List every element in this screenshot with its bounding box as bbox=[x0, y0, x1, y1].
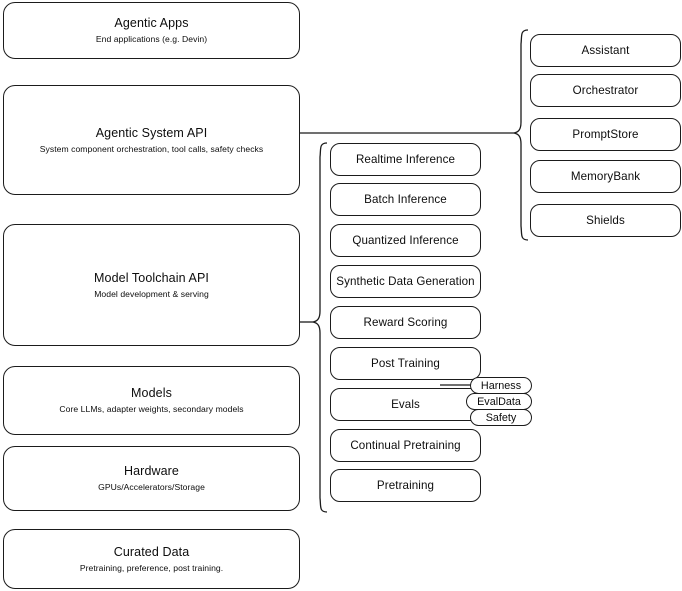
toolchain-item-label: Realtime Inference bbox=[355, 152, 456, 166]
toolchain-item-evals[interactable]: Evals bbox=[330, 388, 481, 421]
layer-box-hardware[interactable]: Hardware GPUs/Accelerators/Storage bbox=[3, 446, 300, 511]
layer-subtitle: Pretraining, preference, post training. bbox=[79, 562, 224, 573]
toolchain-item-post-training[interactable]: Post Training bbox=[330, 347, 481, 380]
agentic-system-item-orchestrator[interactable]: Orchestrator bbox=[530, 74, 681, 107]
layer-box-model-toolchain-api[interactable]: Model Toolchain API Model development & … bbox=[3, 224, 300, 346]
layer-title: Model Toolchain API bbox=[94, 270, 209, 285]
layer-box-models[interactable]: Models Core LLMs, adapter weights, secon… bbox=[3, 366, 300, 435]
agentic-system-item-assistant[interactable]: Assistant bbox=[530, 34, 681, 67]
toolchain-item-label: Evals bbox=[391, 397, 420, 411]
eval-pill-evaldata[interactable]: EvalData bbox=[466, 393, 532, 410]
agentic-system-item-label: Assistant bbox=[581, 43, 630, 57]
layer-subtitle: End applications (e.g. Devin) bbox=[95, 34, 208, 44]
toolchain-item-synthetic-data-generation[interactable]: Synthetic Data Generation bbox=[330, 265, 481, 298]
layer-subtitle: Model development & serving bbox=[94, 288, 209, 299]
toolchain-item-pretraining[interactable]: Pretraining bbox=[330, 469, 481, 502]
layer-title: Hardware bbox=[124, 464, 179, 478]
agentic-system-item-promptstore[interactable]: PromptStore bbox=[530, 118, 681, 151]
model-toolchain-brace bbox=[312, 142, 328, 513]
agentic-system-item-label: Orchestrator bbox=[572, 83, 639, 97]
layer-title: Agentic System API bbox=[95, 125, 208, 140]
toolchain-item-batch-inference[interactable]: Batch Inference bbox=[330, 183, 481, 216]
agentic-system-item-memorybank[interactable]: MemoryBank bbox=[530, 160, 681, 193]
eval-pill-label: Safety bbox=[485, 411, 517, 424]
agentic-system-item-label: PromptStore bbox=[572, 127, 639, 141]
toolchain-item-label: Post Training bbox=[371, 356, 440, 370]
layer-box-agentic-apps[interactable]: Agentic Apps End applications (e.g. Devi… bbox=[3, 2, 300, 59]
eval-pill-harness[interactable]: Harness bbox=[470, 377, 532, 394]
toolchain-item-continual-pretraining[interactable]: Continual Pretraining bbox=[330, 429, 481, 462]
toolchain-item-label: Synthetic Data Generation bbox=[336, 274, 475, 288]
toolchain-item-quantized-inference[interactable]: Quantized Inference bbox=[330, 224, 481, 257]
agentic-system-item-label: Shields bbox=[586, 213, 625, 227]
eval-pill-label: Harness bbox=[480, 379, 522, 392]
agentic-system-brace bbox=[513, 29, 529, 241]
layer-subtitle: System component orchestration, tool cal… bbox=[39, 143, 264, 154]
agentic-system-item-label: MemoryBank bbox=[570, 169, 641, 183]
eval-pill-safety[interactable]: Safety bbox=[470, 409, 532, 426]
layer-title: Agentic Apps bbox=[114, 16, 189, 30]
layer-box-agentic-system-api[interactable]: Agentic System API System component orch… bbox=[3, 85, 300, 195]
layer-subtitle: Core LLMs, adapter weights, secondary mo… bbox=[59, 404, 244, 414]
toolchain-item-label: Batch Inference bbox=[364, 192, 447, 206]
toolchain-item-label: Reward Scoring bbox=[363, 315, 448, 329]
toolchain-item-reward-scoring[interactable]: Reward Scoring bbox=[330, 306, 481, 339]
agentic-system-item-shields[interactable]: Shields bbox=[530, 204, 681, 237]
toolchain-item-label: Continual Pretraining bbox=[350, 438, 461, 452]
layer-title: Models bbox=[131, 386, 172, 400]
toolchain-item-realtime-inference[interactable]: Realtime Inference bbox=[330, 143, 481, 176]
toolchain-item-label: Quantized Inference bbox=[352, 233, 459, 247]
layer-title: Curated Data bbox=[113, 544, 190, 559]
eval-pill-label: EvalData bbox=[477, 395, 521, 408]
toolchain-item-label: Pretraining bbox=[376, 478, 435, 492]
layer-box-curated-data[interactable]: Curated Data Pretraining, preference, po… bbox=[3, 529, 300, 589]
layer-subtitle: GPUs/Accelerators/Storage bbox=[98, 482, 205, 492]
